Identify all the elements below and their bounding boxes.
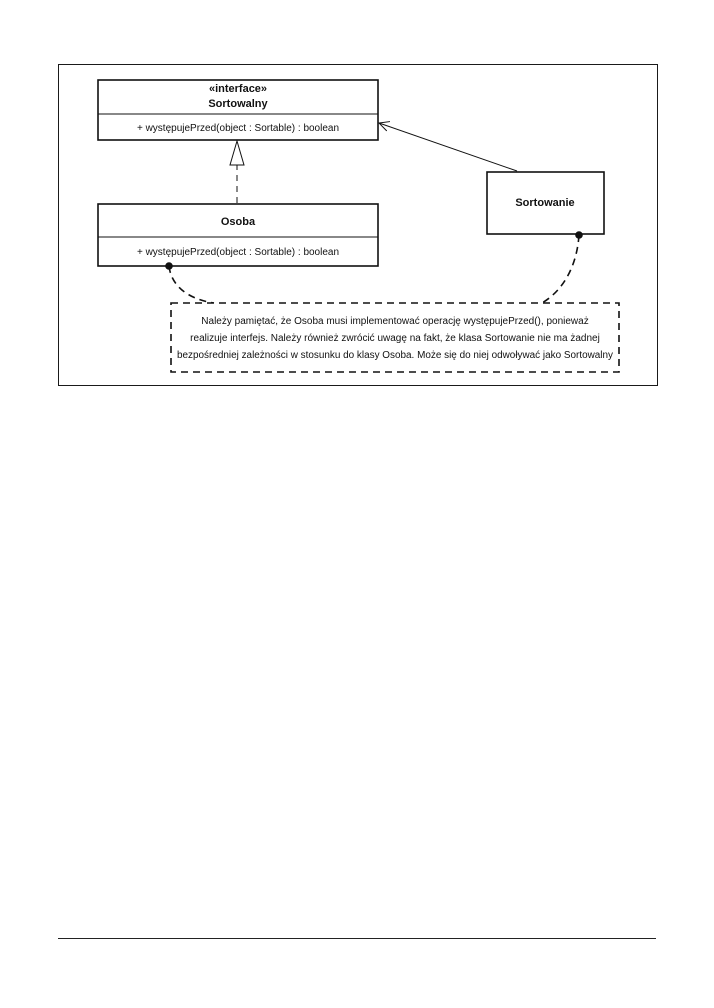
uml-class-diagram: «interface» Sortowalny + występujePrzed(… — [97, 79, 620, 373]
note-anchor-curve — [168, 265, 215, 304]
interface-stereotype: «interface» — [209, 83, 267, 95]
implementing-class-osoba: Osoba + występujePrzed(object : Sortable… — [97, 203, 379, 267]
note-box — [170, 302, 620, 373]
sortowanie-class-name: Sortowanie — [515, 197, 574, 209]
note-anchor-curve — [541, 234, 580, 304]
interface-class-box — [97, 79, 379, 141]
note-anchor-osoba — [165, 262, 215, 304]
interface-class-sortowalny: «interface» Sortowalny + występujePrzed(… — [97, 79, 379, 141]
note-anchor-sortowanie — [541, 231, 583, 304]
interface-operation: + występujePrzed(object : Sortable) : bo… — [137, 123, 339, 134]
uml-diagram-frame: «interface» Sortowalny + występujePrzed(… — [58, 64, 658, 386]
realization-relationship — [229, 139, 245, 203]
note-line-3: bezpośredniej zależności w stosunku do k… — [177, 350, 613, 361]
interface-class-name: Sortowalny — [208, 98, 268, 110]
osoba-operation: + występujePrzed(object : Sortable) : bo… — [137, 247, 339, 258]
association-arrow — [379, 123, 518, 172]
note-line-1: Należy pamiętać, że Osoba musi implement… — [201, 316, 588, 327]
osoba-class-name: Osoba — [221, 216, 256, 228]
realization-triangle-icon — [229, 139, 245, 166]
client-class-sortowanie: Sortowanie — [486, 171, 605, 235]
sortowanie-class-box — [486, 171, 605, 235]
page-footer-rule — [58, 938, 656, 939]
note-anchor-dot-icon — [165, 262, 173, 270]
uml-note: Należy pamiętać, że Osoba musi implement… — [170, 302, 620, 373]
note-line-2: realizuje interfejs. Należy również zwró… — [190, 333, 600, 344]
osoba-class-box — [97, 203, 379, 267]
